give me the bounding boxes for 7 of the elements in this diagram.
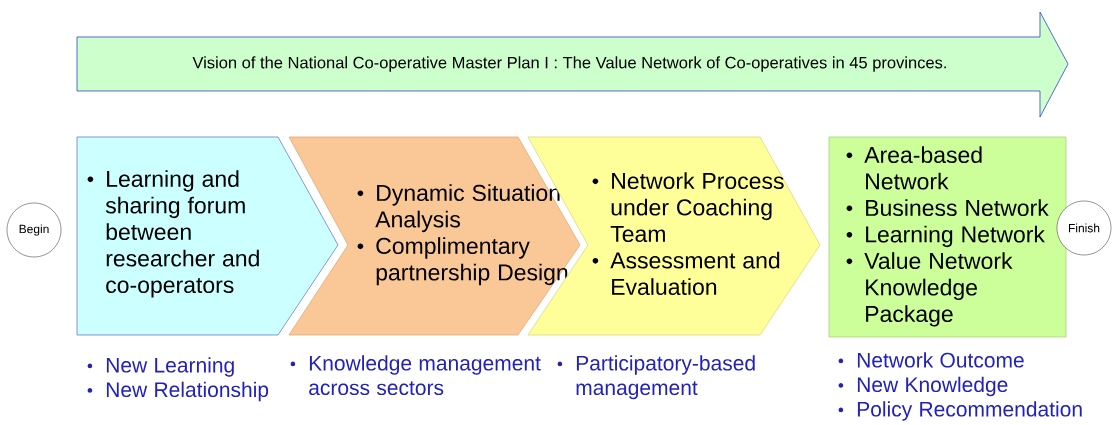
outcome-list: Network Outcome New Knowledge Policy Recommendation: [838, 352, 1082, 421]
chevron-box: Learning and sharing forum between researcher and co-operators: [76, 136, 339, 336]
outcome-list: Knowledge management across sectors: [290, 355, 541, 396]
process-box: Area-based Network Business Network Learning Network Value Network Knowledge Package: [828, 136, 1067, 338]
outcome-list: New Learning New Relationship: [87, 357, 269, 402]
chevron-box: Dynamic Situation Analysis Complimentary partnership Design: [288, 136, 581, 336]
outcome-list: Participatory-based management: [557, 355, 755, 400]
